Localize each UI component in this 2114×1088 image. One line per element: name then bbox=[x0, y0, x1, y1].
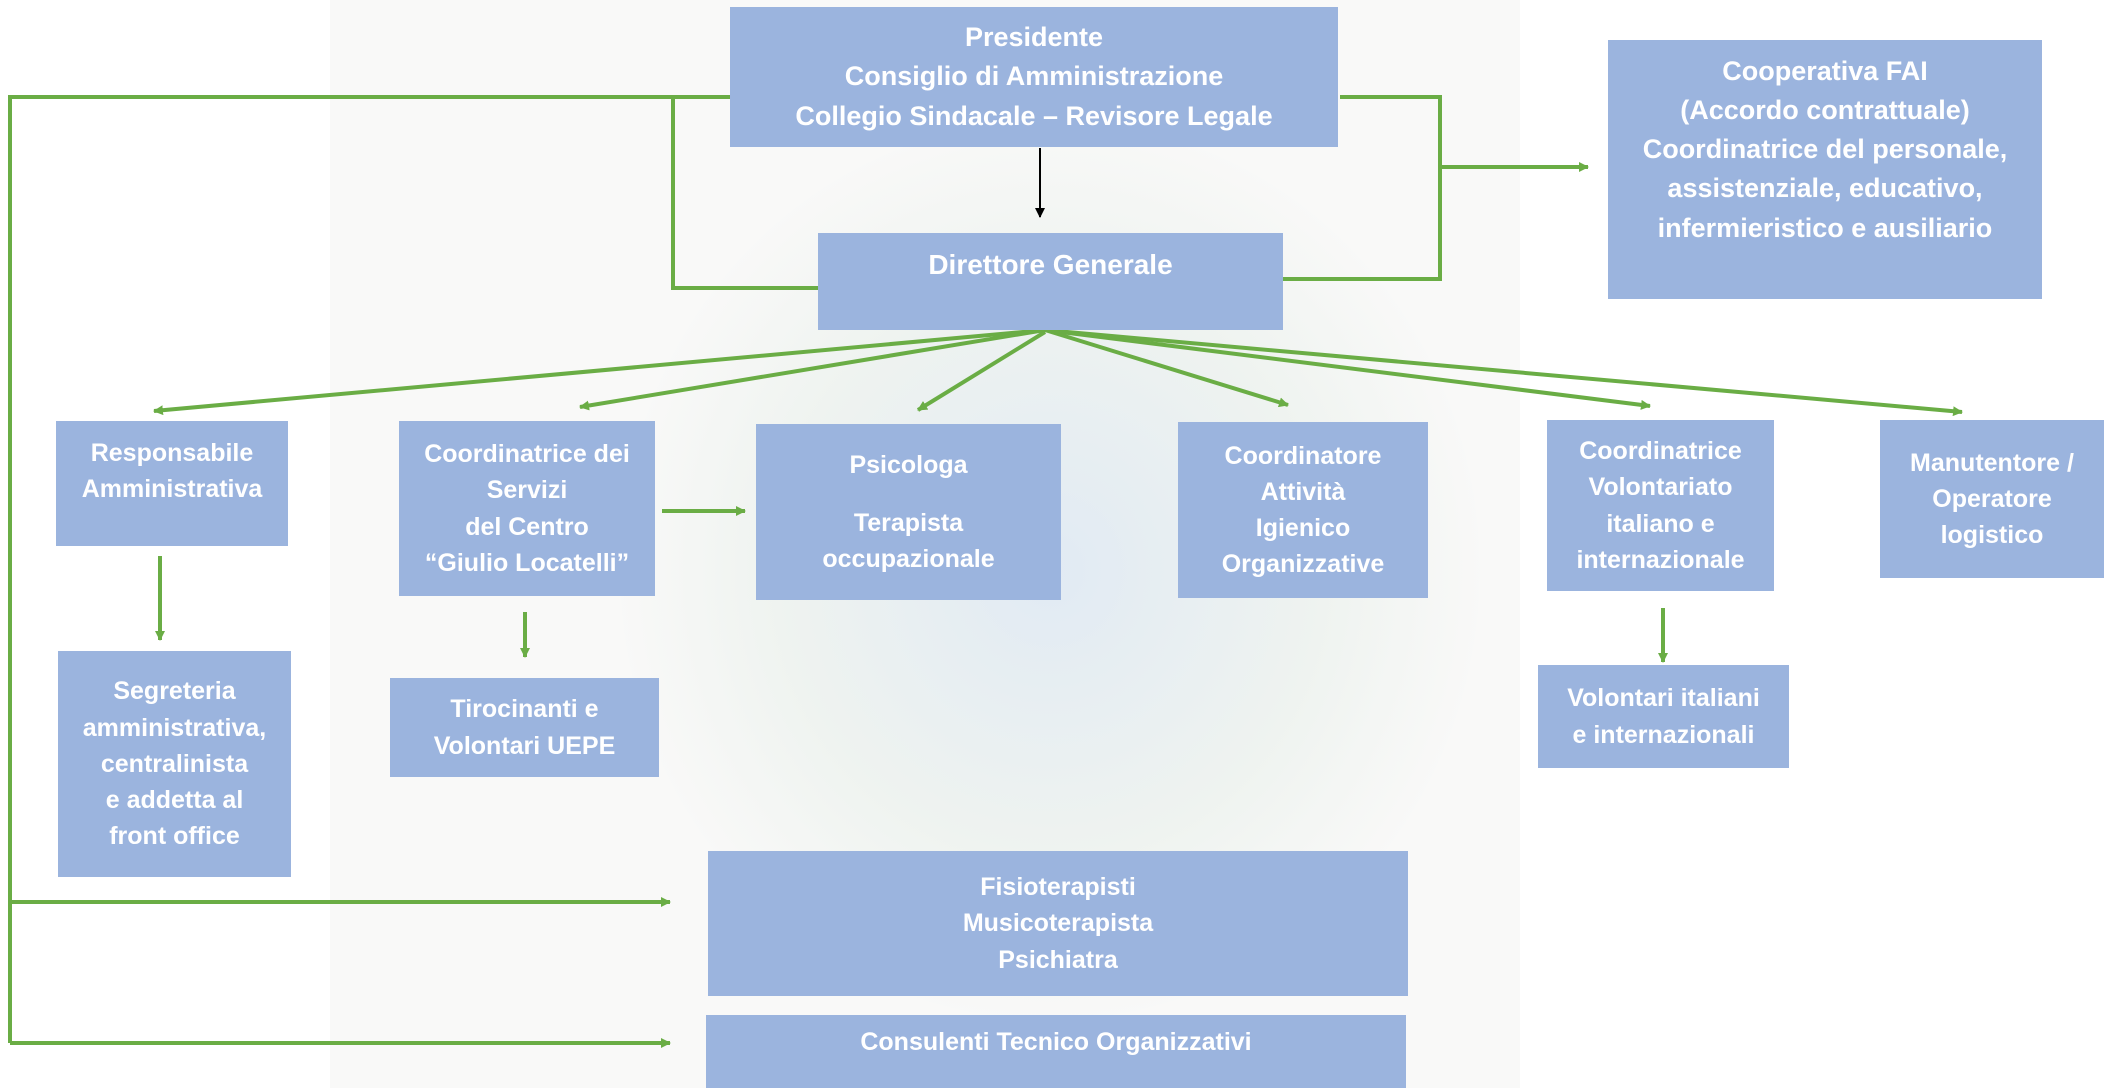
responsabile-line: Amministrativa bbox=[81, 475, 263, 504]
fisioterapisti-line: Fisioterapisti bbox=[980, 873, 1136, 902]
box-tirocinanti: Tirocinanti e Volontari UEPE bbox=[390, 678, 659, 777]
coordinatrice-volontariato-line: internazionale bbox=[1576, 545, 1745, 574]
box-coordinatrice-volontariato: Coordinatrice Volontariato italiano e in… bbox=[1547, 420, 1774, 591]
coordinatore-attivita-line: Organizzative bbox=[1221, 550, 1385, 579]
connector-left-trunk bbox=[8, 95, 730, 1043]
presidente-label: Presidente bbox=[964, 22, 1104, 53]
cooperativa-line: assistenziale, educativo, bbox=[1667, 173, 1983, 204]
box-coordinatore-attivita: Coordinatore Attività Igienico Organizza… bbox=[1178, 422, 1428, 598]
terapista-line: Terapista bbox=[853, 508, 964, 537]
coordinatrice-volontariato-line: Coordinatrice bbox=[1579, 437, 1742, 465]
arrow-to-coordinatrice-volontariato bbox=[1044, 328, 1651, 410]
box-coordinatrice-servizi: Coordinatrice dei Servizi del Centro “Gi… bbox=[399, 421, 655, 596]
box-presidente: Presidente Consiglio di Amministrazione … bbox=[730, 7, 1338, 147]
volontari-line: e internazionali bbox=[1572, 720, 1755, 749]
tirocinanti-line: Volontari UEPE bbox=[433, 731, 616, 760]
consulenti-label: Consulenti Tecnico Organizzativi bbox=[860, 1028, 1252, 1056]
arrow-to-coordinatore-attivita bbox=[1044, 328, 1289, 408]
fisioterapisti-line: Psichiatra bbox=[998, 945, 1118, 974]
segreteria-line: amministrativa, bbox=[82, 713, 267, 742]
psicologa-line: Psicologa bbox=[849, 450, 968, 479]
box-volontari: Volontari italiani e internazionali bbox=[1538, 665, 1789, 768]
arrow-to-responsabile bbox=[153, 328, 1046, 416]
arrow-to-psicologa bbox=[916, 330, 1047, 412]
responsabile-line: Responsabile bbox=[90, 439, 254, 467]
box-cooperativa-fai: Cooperativa FAI (Accordo contrattuale) C… bbox=[1608, 40, 2042, 299]
consiglio-label: Consiglio di Amministrazione bbox=[844, 61, 1224, 92]
segreteria-line: centralinista bbox=[100, 749, 249, 778]
coordinatrice-servizi-line: Coordinatrice dei bbox=[424, 440, 630, 468]
collegio-label: Collegio Sindacale – Revisore Legale bbox=[795, 100, 1273, 131]
connector-top-direttore bbox=[671, 97, 818, 290]
box-segreteria: Segreteria amministrativa, centralinista… bbox=[58, 651, 291, 877]
cooperativa-line: infermieristico e ausiliario bbox=[1657, 212, 1993, 243]
manutentore-line: Operatore bbox=[1932, 484, 2052, 513]
direttore-label: Direttore Generale bbox=[928, 249, 1173, 280]
tirocinanti-line: Tirocinanti e bbox=[450, 695, 599, 724]
box-direttore-generale: Direttore Generale bbox=[818, 233, 1283, 330]
coordinatrice-servizi-line: “Giulio Locatelli” bbox=[424, 548, 630, 577]
box-manutentore: Manutentore / Operatore logistico bbox=[1880, 420, 2104, 578]
connector-right-loop bbox=[1283, 95, 1442, 281]
coordinatrice-volontariato-line: italiano e bbox=[1606, 509, 1715, 538]
segreteria-line: front office bbox=[109, 822, 240, 851]
segreteria-line: e addetta al bbox=[105, 786, 244, 815]
arrow-to-manutentore bbox=[1044, 328, 1963, 417]
coordinatrice-volontariato-line: Volontariato bbox=[1588, 473, 1733, 502]
coordinatore-attivita-line: Attività bbox=[1260, 477, 1346, 506]
fisioterapisti-line: Musicoterapista bbox=[962, 909, 1154, 938]
terapista-line: occupazionale bbox=[822, 545, 995, 574]
cooperativa-line: Coordinatrice del personale, bbox=[1642, 134, 2008, 165]
box-psicologa: Psicologa Terapista occupazionale bbox=[756, 424, 1061, 600]
manutentore-line: logistico bbox=[1940, 521, 2044, 550]
volontari-line: Volontari italiani bbox=[1567, 684, 1760, 713]
coordinatrice-servizi-line: Servizi bbox=[486, 476, 568, 505]
manutentore-line: Manutentore / bbox=[1910, 448, 2074, 477]
box-responsabile-amministrativa: Responsabile Amministrativa bbox=[56, 421, 288, 546]
coordinatore-attivita-line: Coordinatore bbox=[1224, 441, 1382, 470]
box-fisioterapisti: Fisioterapisti Musicoterapista Psichiatr… bbox=[708, 851, 1408, 996]
cooperativa-line: (Accordo contrattuale) bbox=[1680, 95, 1970, 126]
cooperativa-line: Cooperativa FAI bbox=[1722, 56, 1928, 86]
box-consulenti: Consulenti Tecnico Organizzativi bbox=[706, 1015, 1406, 1088]
coordinatrice-servizi-line: del Centro bbox=[465, 512, 589, 541]
coordinatore-attivita-line: Igienico bbox=[1255, 514, 1351, 542]
arrow-to-coordinatrice-servizi bbox=[579, 328, 1046, 411]
segreteria-line: Segreteria bbox=[113, 677, 236, 706]
